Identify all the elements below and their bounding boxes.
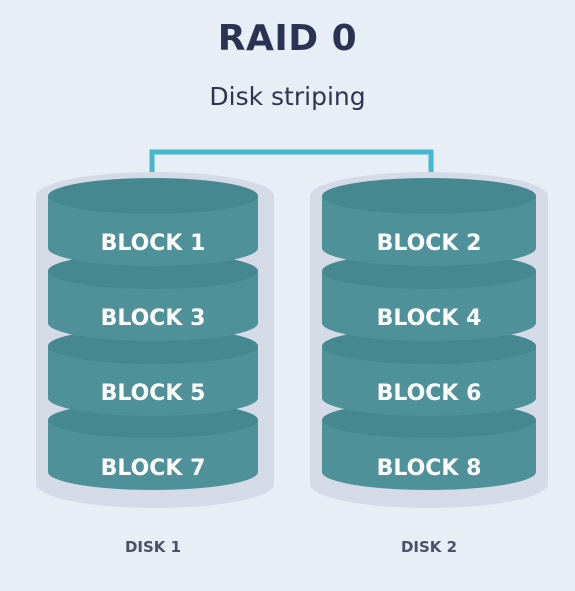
disk-1-platter-1: BLOCK 1 <box>48 178 258 266</box>
block-label: BLOCK 4 <box>377 306 482 331</box>
disk-1-label: DISK 1 <box>125 538 181 556</box>
disk-2-label: DISK 2 <box>401 538 457 556</box>
block-label: BLOCK 1 <box>101 231 206 256</box>
disk-2-platter-1: BLOCK 2 <box>322 178 536 266</box>
disk-2-platter-3: BLOCK 6 <box>322 328 536 416</box>
block-label: BLOCK 3 <box>101 306 206 331</box>
block-label: BLOCK 5 <box>101 381 206 406</box>
disk-1-platter-2: BLOCK 3 <box>48 253 258 341</box>
block-label: BLOCK 2 <box>377 231 482 256</box>
block-label: BLOCK 7 <box>101 456 206 481</box>
block-label: BLOCK 8 <box>377 456 482 481</box>
diagram-subtitle: Disk striping <box>209 82 366 111</box>
diagram-title: RAID 0 <box>217 18 358 59</box>
stripe-connector <box>149 149 434 190</box>
disk-2-platter-4: BLOCK 8 <box>322 402 536 490</box>
disk-1: BLOCK 7 BLOCK 5 BLOCK 3 BLOCK 1 <box>36 172 274 508</box>
disk-2: BLOCK 8 BLOCK 6 BLOCK 4 BLOCK 2 <box>310 172 548 508</box>
disk-2-platter-2: BLOCK 4 <box>322 253 536 341</box>
block-label: BLOCK 6 <box>377 381 482 406</box>
disk-1-platter-3: BLOCK 5 <box>48 328 258 416</box>
